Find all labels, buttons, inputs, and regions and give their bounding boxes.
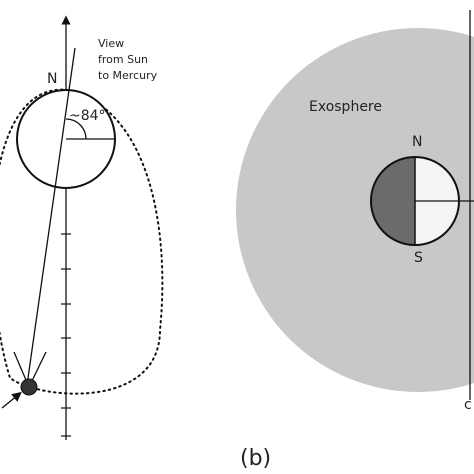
- angle-arc: [65, 118, 87, 140]
- exosphere-disk: [236, 28, 474, 392]
- exosphere-label: Exosphere: [309, 99, 382, 115]
- view-label-line2: from Sun: [98, 53, 148, 66]
- north-label-a: N: [47, 71, 57, 87]
- panel-b-label: (b): [240, 446, 271, 471]
- tilted-axis: [25, 47, 76, 393]
- south-label-b: S: [414, 250, 423, 266]
- edge-glyph: c: [464, 397, 472, 413]
- view-label-line1: View: [98, 37, 124, 50]
- north-label-b: N: [412, 134, 422, 150]
- panel-a: View from Sun to Mercury N ~84°: [0, 15, 164, 440]
- panel-b: Exosphere N S c (b): [236, 10, 474, 471]
- angle-label: ~84°: [69, 108, 106, 124]
- orbit-path: [0, 88, 164, 395]
- small-planet: [20, 378, 38, 396]
- motion-arrow: [1, 391, 22, 409]
- planet-night-side: [371, 157, 415, 245]
- axis-ticks: [61, 233, 71, 437]
- view-label-line3: to Mercury: [98, 69, 158, 82]
